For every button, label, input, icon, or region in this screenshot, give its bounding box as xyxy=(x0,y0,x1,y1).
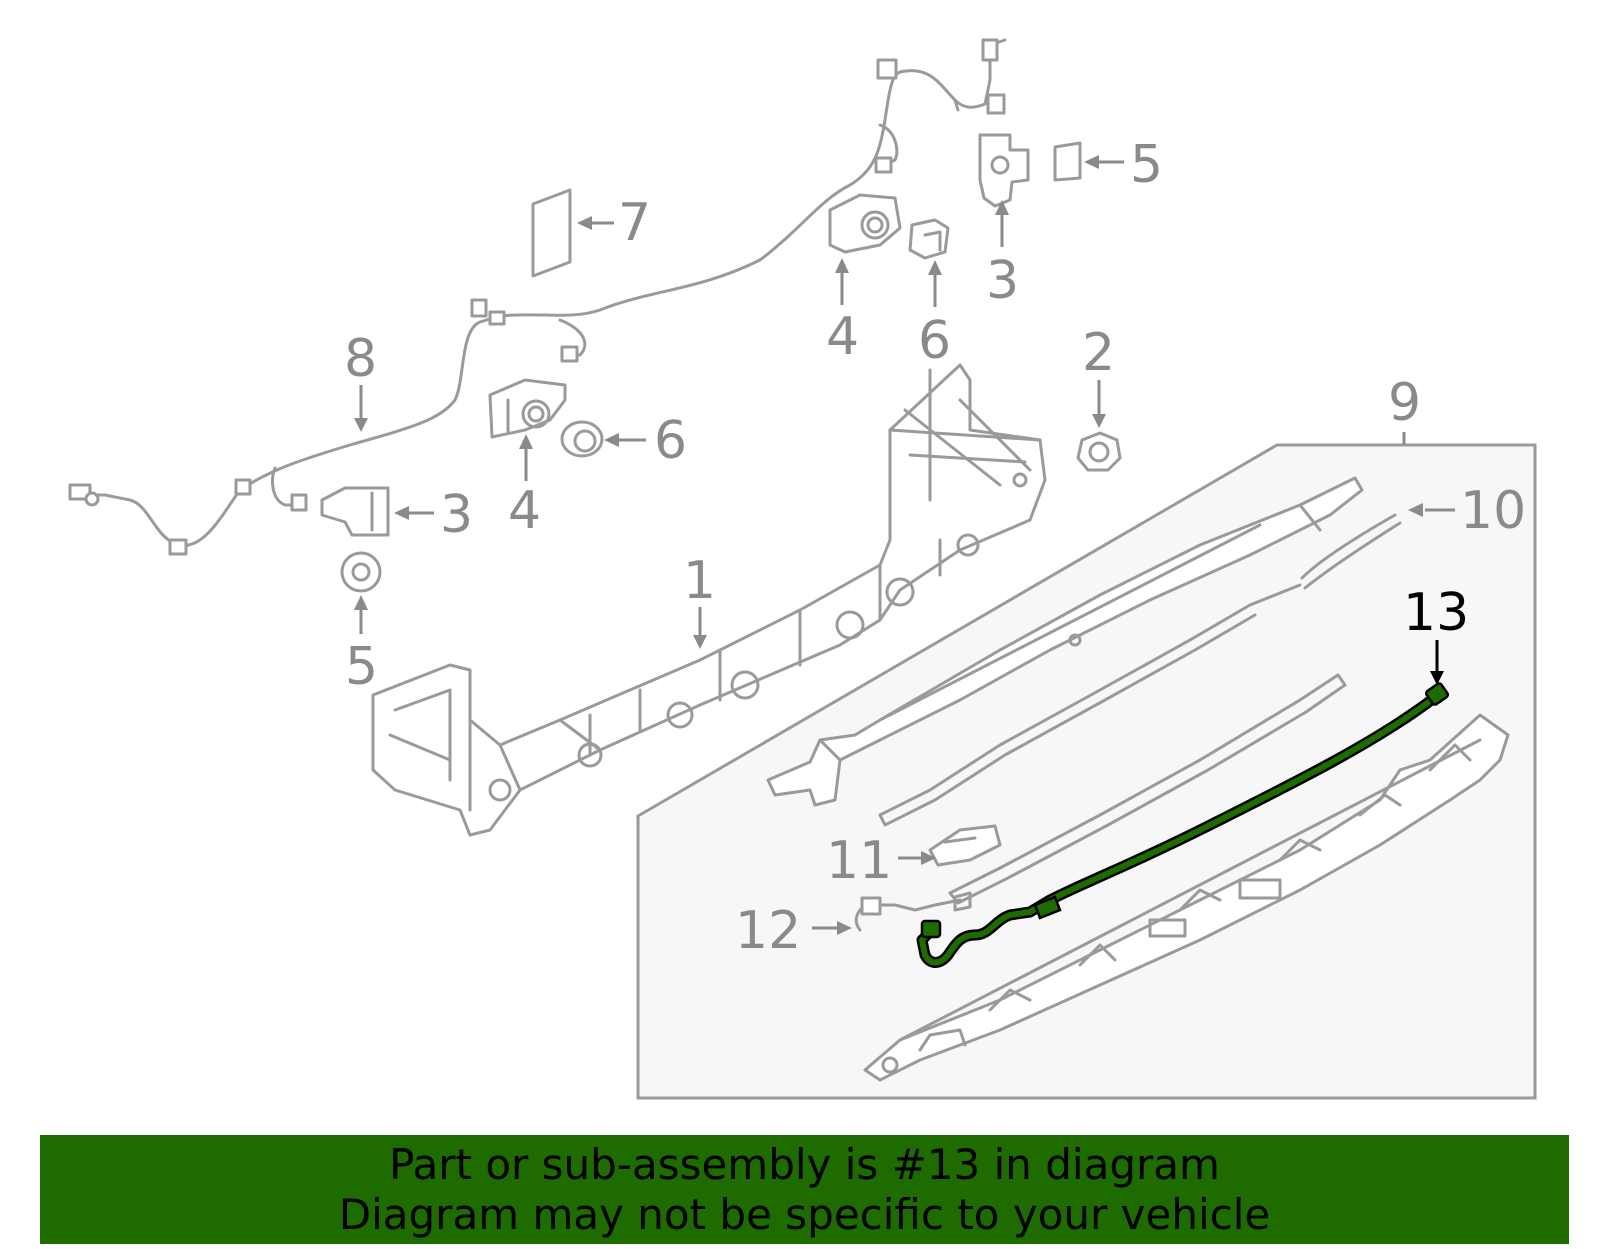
callout-5-lower: 5 xyxy=(345,637,378,697)
rod-10 xyxy=(1300,513,1402,590)
callout-5-upper: 5 xyxy=(1130,135,1163,195)
assembly-box-9 xyxy=(636,443,1537,1100)
highlighted-part-13 xyxy=(916,682,1450,968)
wiring-harness-8 xyxy=(68,38,1007,556)
pad-7 xyxy=(531,188,572,278)
energy-absorber-9-lower xyxy=(863,713,1510,1082)
callout-9: 9 xyxy=(1388,373,1421,433)
rod-middle xyxy=(948,673,1347,905)
callout-4-middle: 4 xyxy=(508,481,541,541)
info-banner: Part or sub-assembly is #13 in diagram D… xyxy=(40,1135,1569,1244)
callout-6-upper: 6 xyxy=(918,311,951,371)
callout-12: 12 xyxy=(735,901,801,961)
callout-2: 2 xyxy=(1082,323,1115,383)
wire-12 xyxy=(854,891,972,932)
bumper-reinforcement-1 xyxy=(371,363,1047,837)
grommet-6-middle xyxy=(560,420,604,458)
callout-8: 8 xyxy=(344,329,377,389)
grommet-6-upper xyxy=(908,218,950,260)
washer-5-lower xyxy=(340,551,382,593)
banner-line-1: Part or sub-assembly is #13 in diagram xyxy=(389,1139,1220,1189)
parking-sensor-4-middle xyxy=(488,378,567,439)
callout-11: 11 xyxy=(826,831,892,891)
clip-5-upper xyxy=(1053,141,1082,182)
sensor-bracket-3-middle xyxy=(320,486,390,537)
callout-6-middle: 6 xyxy=(654,411,687,471)
parking-sensor-4-upper xyxy=(828,193,902,254)
nut-2 xyxy=(1076,431,1122,472)
absorber-9-upper xyxy=(766,476,1364,807)
banner-line-2: Diagram may not be specific to your vehi… xyxy=(338,1189,1271,1239)
sensor-bracket-3-upper xyxy=(978,133,1030,208)
callout-7: 7 xyxy=(618,193,651,253)
callout-13: 13 xyxy=(1403,583,1469,643)
callout-4-upper: 4 xyxy=(826,307,859,367)
callout-3-middle: 3 xyxy=(440,485,473,545)
callout-3-upper: 3 xyxy=(986,251,1019,311)
callout-10: 10 xyxy=(1460,481,1526,541)
clip-11 xyxy=(928,824,1002,867)
callout-1: 1 xyxy=(683,551,716,611)
